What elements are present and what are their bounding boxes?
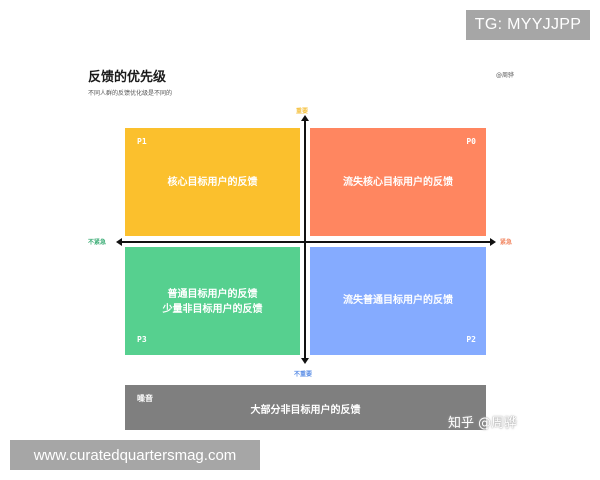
quadrant-p1: P1 核心目标用户的反馈 <box>125 128 300 236</box>
quadrant-text-line2: 少量非目标用户的反馈 <box>162 304 263 315</box>
noise-text: 大部分非目标用户的反馈 <box>250 405 361 416</box>
site-watermark: www.curatedquartersmag.com <box>10 440 260 470</box>
author-tag: @周骅 <box>496 72 515 79</box>
quadrant-p3: 普通目标用户的反馈 少量非目标用户的反馈 P3 <box>125 247 300 355</box>
vertical-axis <box>304 118 306 360</box>
arrow-right-icon <box>490 238 496 246</box>
axis-label-not-important: 不重要 <box>294 371 313 378</box>
zhihu-watermark: 知乎 @周骅 <box>448 416 518 431</box>
axis-label-important: 重要 <box>296 108 309 115</box>
tg-watermark: TG: MYYJJPP <box>466 10 590 40</box>
quadrant-text: 流失核心目标用户的反馈 <box>343 177 453 188</box>
quadrant-p0: P0 流失核心目标用户的反馈 <box>310 128 486 236</box>
horizontal-axis <box>120 241 492 243</box>
quadrant-p2: 流失普通目标用户的反馈 P2 <box>310 247 486 355</box>
priority-label: P1 <box>137 137 147 146</box>
priority-label: P0 <box>466 137 476 146</box>
arrow-down-icon <box>301 358 309 364</box>
arrow-up-icon <box>301 115 309 121</box>
noise-band: 噪音 大部分非目标用户的反馈 <box>125 385 486 430</box>
priority-label: P3 <box>137 335 147 344</box>
arrow-left-icon <box>116 238 122 246</box>
quadrant-text-line1: 普通目标用户的反馈 <box>167 289 258 300</box>
diagram-title: 反馈的优先级 <box>88 70 167 85</box>
axis-label-urgent: 紧急 <box>500 239 513 246</box>
axis-label-not-urgent: 不紧急 <box>88 239 107 246</box>
quadrant-text: 流失普通目标用户的反馈 <box>343 295 453 306</box>
priority-label: P2 <box>466 335 476 344</box>
quadrant-text: 核心目标用户的反馈 <box>167 177 258 188</box>
noise-label: 噪音 <box>137 394 153 403</box>
diagram-subtitle: 不同人群的反馈优化级是不同的 <box>88 90 173 97</box>
